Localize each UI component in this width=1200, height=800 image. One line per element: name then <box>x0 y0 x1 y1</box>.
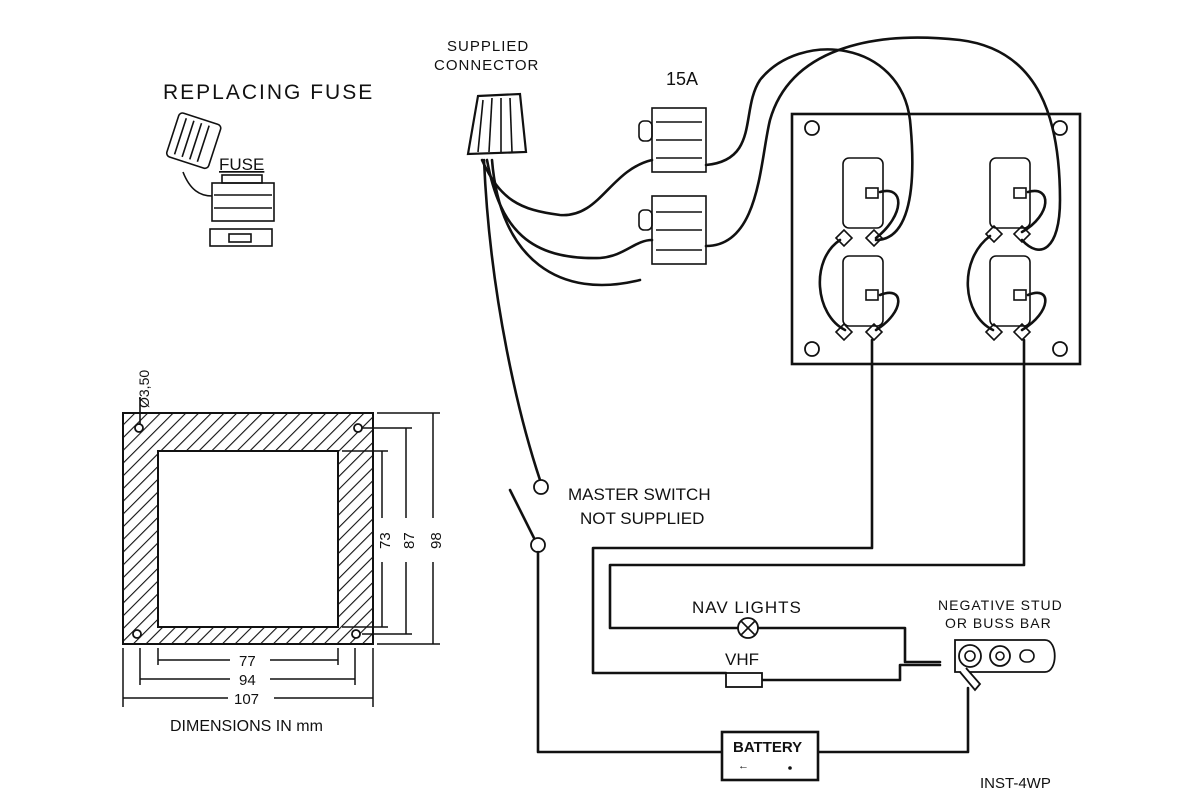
doc-code: INST-4WP <box>980 775 1051 792</box>
toggle-switch-1 <box>834 157 884 248</box>
mounting-hole-tl <box>134 423 144 433</box>
mounting-hole-bl <box>132 629 142 639</box>
height-dimension-lines <box>342 412 440 645</box>
supplied-connector: SUPPLIED CONNECTOR <box>434 38 539 156</box>
nav-lights: NAV LIGHTS <box>692 598 802 639</box>
dim-height-87: 87 <box>401 532 418 549</box>
master-switch-label-2: NOT SUPPLIED <box>580 509 704 528</box>
negative-stud-label-1: NEGATIVE STUD <box>938 597 1063 613</box>
wiring <box>480 36 1062 754</box>
inline-fuse-holder-lower <box>638 195 707 265</box>
mounting-hole-br <box>351 629 361 639</box>
width-dimension-lines <box>122 648 374 707</box>
amp-rating-label: 15A <box>666 69 698 89</box>
dimensions-note: DIMENSIONS IN mm <box>170 718 323 735</box>
fuse-holder-icon <box>209 174 275 247</box>
negative-stud-label-2: OR BUSS BAR <box>945 615 1052 631</box>
ring-terminal-icon <box>959 667 982 692</box>
inline-fuses: 15A <box>638 69 707 265</box>
panel-screw-tl <box>804 120 820 136</box>
panel-cutout-drawing: Ø3,50 77 94 107 <box>122 370 445 735</box>
panel-screw-bl <box>804 341 820 357</box>
switch-panel <box>790 112 1082 366</box>
master-switch-lever <box>508 488 537 542</box>
panel-screw-tr <box>1052 120 1068 136</box>
panel-jumper-wires <box>818 189 1047 332</box>
supplied-connector-label-1: SUPPLIED <box>447 38 529 55</box>
dim-height-73: 73 <box>377 532 394 549</box>
vhf-radio: VHF <box>725 650 763 688</box>
master-switch-contact-bottom <box>530 537 546 553</box>
battery-label: BATTERY <box>733 739 802 756</box>
nav-lights-label: NAV LIGHTS <box>692 598 802 617</box>
fuse-label: FUSE <box>219 155 264 174</box>
toggle-switch-2 <box>984 157 1032 244</box>
cutout-opening <box>157 450 339 628</box>
negative-stud: NEGATIVE STUD OR BUSS BAR <box>938 597 1063 692</box>
fuse-cap-strap <box>182 171 213 197</box>
dim-height-98: 98 <box>428 532 445 549</box>
dim-width-77: 77 <box>239 653 256 670</box>
stud-nut-icon <box>958 644 982 668</box>
battery-plus: ← <box>738 760 749 772</box>
hole-diameter-label: Ø3,50 <box>136 370 152 408</box>
panel-screw-br <box>1052 341 1068 357</box>
master-switch-label-1: MASTER SWITCH <box>568 485 711 504</box>
dim-width-94: 94 <box>239 672 256 689</box>
dim-width-107: 107 <box>234 691 259 708</box>
mounting-hole-tr <box>353 423 363 433</box>
battery-icon <box>720 730 820 782</box>
toggle-switch-4 <box>984 255 1032 342</box>
inline-fuse-holder-upper <box>638 107 707 173</box>
supplied-connector-label-2: CONNECTOR <box>434 57 539 74</box>
vhf-label: VHF <box>725 650 759 669</box>
fuse-cap-icon <box>165 112 222 170</box>
master-switch-contact-top <box>533 479 549 495</box>
replacing-fuse-title: REPLACING FUSE <box>163 81 374 104</box>
wire-nut-icon <box>466 92 528 156</box>
vhf-load-icon <box>725 672 763 688</box>
master-switch-label: MASTER SWITCH NOT SUPPLIED <box>568 485 711 528</box>
replacing-fuse-illustration: REPLACING FUSE FUSE <box>163 81 374 247</box>
battery: BATTERY ← <box>720 730 820 782</box>
